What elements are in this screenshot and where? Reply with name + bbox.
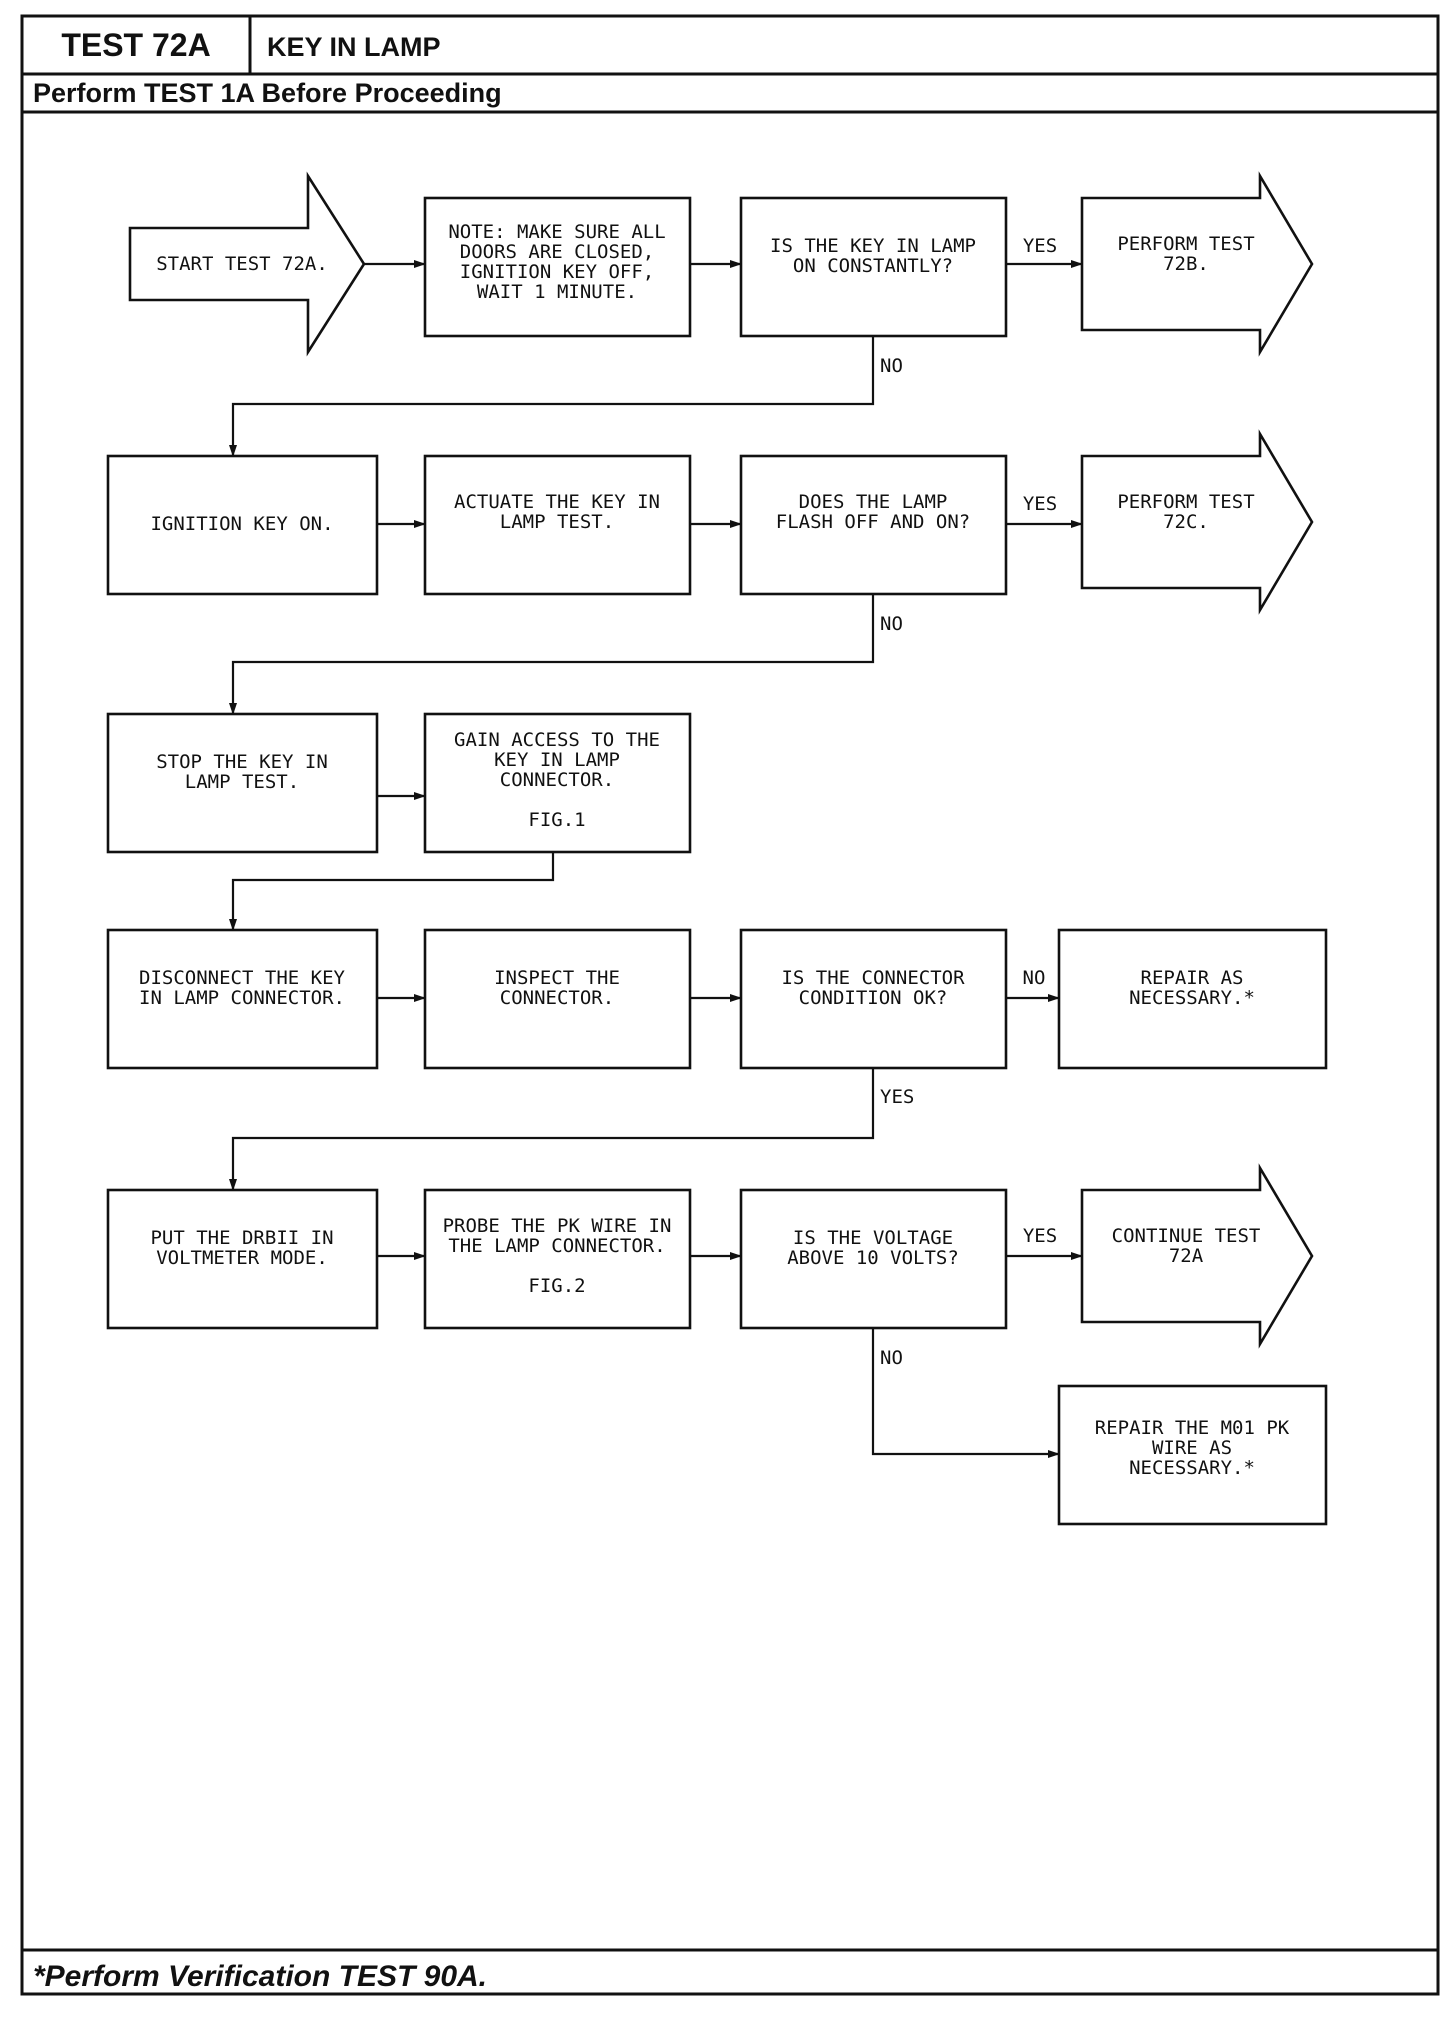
connector-no-repair-m01 — [871, 1328, 1060, 1458]
box-text-line: KEY IN LAMP — [494, 749, 620, 771]
prerequisite-note: Perform TEST 1A Before Proceeding — [33, 78, 502, 108]
verification-note: *Perform Verification TEST 90A. — [33, 1960, 487, 1993]
box-text-line: CONDITION OK? — [799, 987, 948, 1009]
box-text-line: GAIN ACCESS TO THE — [454, 729, 660, 751]
label-yes-flash: YES — [1023, 493, 1057, 515]
box-text-line: STOP THE KEY IN — [156, 751, 328, 773]
box-text-line: PROBE THE PK WIRE IN — [443, 1215, 672, 1237]
box-text-line: IS THE CONNECTOR — [781, 967, 965, 989]
box-text-line: CONNECTOR. — [500, 987, 614, 1009]
box-text-line: NECESSARY.* — [1129, 1457, 1255, 1479]
box-text-line: DOES THE LAMP — [799, 491, 948, 513]
label-no-condition: NO — [1023, 967, 1046, 989]
box-text-line: REPAIR THE M01 PK — [1095, 1417, 1290, 1439]
ignition-on-box — [106, 454, 379, 596]
connector-yes-put — [229, 1068, 875, 1191]
perform-72b-arrow — [1080, 171, 1314, 357]
box-text-line: NECESSARY.* — [1129, 987, 1255, 1009]
label-no-voltage: NO — [880, 1347, 903, 1369]
repair-box — [1057, 928, 1328, 1070]
box-text-line: CONTINUE TEST — [1112, 1225, 1261, 1247]
probe-box — [423, 1188, 692, 1330]
box-text-line: IGNITION KEY OFF, — [460, 261, 654, 283]
box-text-line: PERFORM TEST — [1117, 491, 1254, 513]
test-title: KEY IN LAMP — [267, 32, 441, 62]
box-text-line: THE LAMP CONNECTOR. — [448, 1235, 665, 1257]
start-test-arrow — [128, 171, 366, 357]
test-id: TEST 72A — [61, 27, 210, 63]
put-drb-box — [106, 1188, 379, 1330]
label-yes-condition: YES — [880, 1086, 914, 1108]
label-yes-constant: YES — [1023, 235, 1057, 257]
ignition-on-text: IGNITION KEY ON. — [150, 513, 333, 535]
box-text-line: LAMP TEST. — [185, 771, 299, 793]
box-text-line: 72A — [1169, 1245, 1204, 1267]
box-text-line: FLASH OFF AND ON? — [776, 511, 970, 533]
page-frame — [20, 14, 1440, 1996]
box-text-line: 72C. — [1163, 511, 1209, 533]
repair-m01-box — [1057, 1384, 1328, 1526]
box-text-line: ABOVE 10 VOLTS? — [787, 1247, 959, 1269]
box-text-line: FIG.1 — [528, 809, 585, 831]
label-no-flash: NO — [880, 613, 903, 635]
stop-test-box — [106, 712, 379, 854]
box-text-line: NOTE: MAKE SURE ALL — [448, 221, 665, 243]
note-box — [423, 196, 692, 338]
connector-gain-disconnect — [229, 852, 555, 931]
box-text-line: DOORS ARE CLOSED, — [460, 241, 654, 263]
perform-72c-arrow — [1080, 429, 1314, 615]
start-test-text: START TEST 72A. — [156, 253, 328, 275]
box-text-line: REPAIR AS — [1141, 967, 1244, 989]
question-flash-box — [739, 454, 1008, 596]
box-text-line: CONNECTOR. — [500, 769, 614, 791]
label-yes-voltage: YES — [1023, 1225, 1057, 1247]
box-text-line: WAIT 1 MINUTE. — [477, 281, 637, 303]
box-text-line: START TEST 72A. — [156, 253, 328, 275]
box-text-line: 72B. — [1163, 253, 1209, 275]
box-text-line: IS THE VOLTAGE — [793, 1227, 953, 1249]
actuate-box — [423, 454, 692, 596]
label-no-constant: NO — [880, 355, 903, 377]
question-condition-box — [739, 928, 1008, 1070]
box-text-line: IN LAMP CONNECTOR. — [139, 987, 345, 1009]
box-text-line: DISCONNECT THE KEY — [139, 967, 345, 989]
gain-access-box — [423, 712, 692, 854]
box-text-line: PUT THE DRBII IN — [150, 1227, 333, 1249]
question-constant-box — [739, 196, 1008, 338]
box-text-line: VOLTMETER MODE. — [156, 1247, 328, 1269]
connector-no-stop — [229, 594, 875, 715]
box-text-line: ON CONSTANTLY? — [793, 255, 953, 277]
box-text-line: IS THE KEY IN LAMP — [770, 235, 976, 257]
box-text-line: INSPECT THE — [494, 967, 620, 989]
connector-no-ignition — [229, 336, 875, 457]
continue-72a-arrow — [1080, 1163, 1314, 1349]
box-text-line: FIG.2 — [528, 1275, 585, 1297]
box-text-line: IGNITION KEY ON. — [150, 513, 333, 535]
box-text-line: WIRE AS — [1152, 1437, 1232, 1459]
box-text-line: LAMP TEST. — [500, 511, 614, 533]
box-text-line: PERFORM TEST — [1117, 233, 1254, 255]
disconnect-box — [106, 928, 379, 1070]
box-text-line: ACTUATE THE KEY IN — [454, 491, 660, 513]
